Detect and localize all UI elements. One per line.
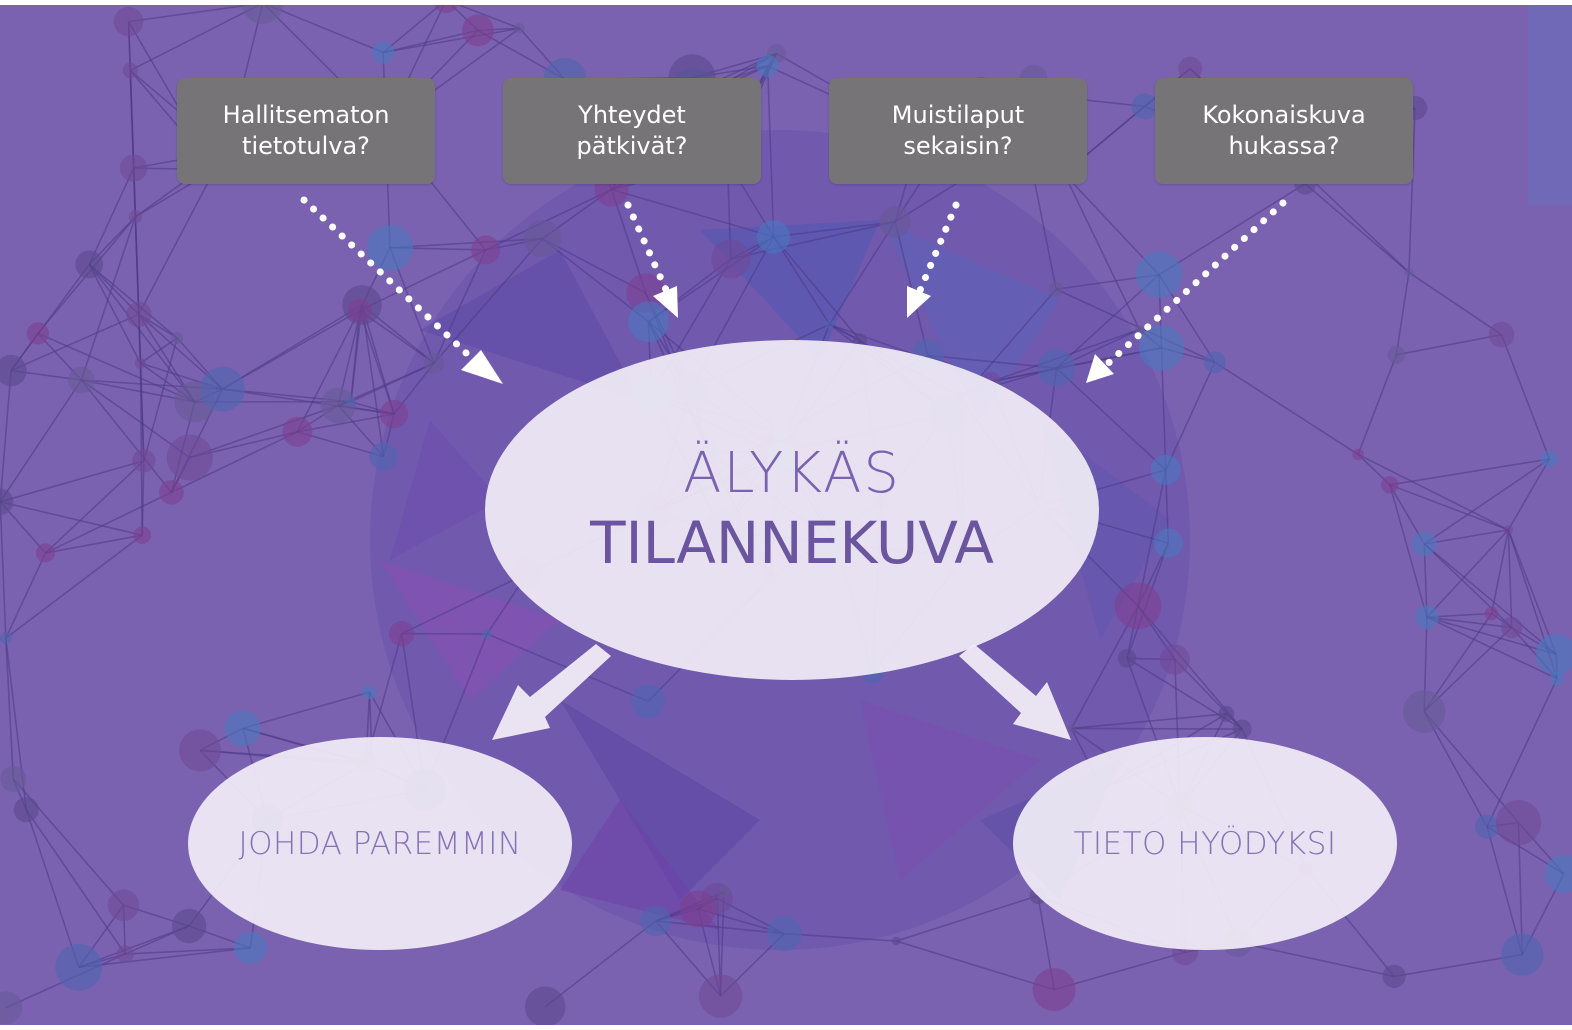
question-box-4: Kokonaiskuva hukassa? [1155, 78, 1413, 184]
question-3-line-2: sekaisin? [903, 132, 1013, 160]
bottom-border [0, 1025, 1572, 1030]
edge-strip [1528, 5, 1572, 205]
question-box-1: Hallitsematon tietotulva? [177, 78, 435, 184]
question-2-line-1: Yhteydet [578, 101, 686, 129]
question-3-line-1: Muistilaput [891, 101, 1025, 129]
question-4-line-1: Kokonaiskuva [1202, 101, 1366, 129]
center-title-line-2: TILANNEKUVA [590, 509, 994, 577]
question-box-3: Muistilaput sekaisin? [829, 78, 1087, 184]
outcome-left-label: JOHDA PAREMMIN [238, 825, 522, 862]
center-title-line-1: ÄLYKÄS [683, 441, 901, 506]
outcome-right-label: TIETO HYÖDYKSI [1073, 825, 1337, 862]
top-border [0, 0, 1572, 5]
question-box-2: Yhteydet pätkivät? [503, 78, 761, 184]
central-ellipse: ÄLYKÄS TILANNEKUVA [485, 340, 1099, 680]
question-4-line-2: hukassa? [1228, 132, 1340, 160]
question-1-line-2: tietotulva? [242, 132, 370, 160]
outcome-ellipse-right: TIETO HYÖDYKSI [1013, 737, 1397, 950]
question-1-line-1: Hallitsematon [222, 101, 390, 129]
question-2-line-2: pätkivät? [576, 132, 688, 160]
outcome-ellipse-left: JOHDA PAREMMIN [188, 737, 572, 950]
